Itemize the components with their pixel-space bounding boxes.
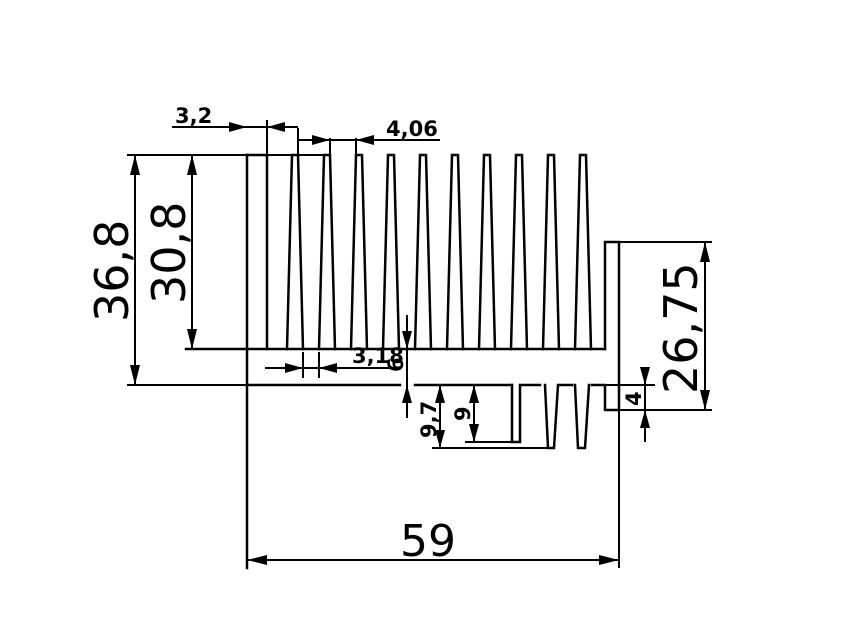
lower-fin-2: [543, 383, 574, 450]
label-right-height: 26,75: [654, 262, 708, 394]
label-base-thickness: 6: [384, 357, 408, 372]
lower-fin-3: [573, 383, 591, 450]
label-fin-gap: 3,18: [352, 344, 404, 368]
upper-fin-2: [285, 153, 305, 351]
upper-fin-6: [413, 153, 433, 351]
upper-fin-7: [445, 153, 465, 351]
label-lower-fin-outer: 9,7: [417, 401, 441, 438]
label-fin-thickness: 3,2: [175, 104, 212, 128]
upper-fin-3: [317, 153, 337, 351]
label-right-wall: 4: [622, 391, 646, 406]
dim-fin-pitch: [298, 135, 440, 145]
label-total-width: 59: [400, 516, 456, 567]
dim-base-thickness: [402, 315, 412, 418]
dim-right-wall: [640, 367, 650, 442]
dim-total-width: [247, 555, 619, 565]
upper-fin-1: [245, 153, 269, 351]
upper-fin-5: [381, 153, 401, 351]
label-total-height: 36,8: [85, 220, 139, 322]
label-lower-fin-inner: 9: [451, 406, 475, 421]
upper-fin-4: [349, 153, 369, 351]
dim-lower-fin-inner: [469, 385, 479, 442]
label-fin-height: 30,8: [142, 202, 196, 304]
upper-fin-8: [477, 153, 497, 351]
dim-total-height: [130, 155, 140, 385]
label-fin-pitch: 4,06: [386, 117, 438, 141]
dim-fin-thickness: [172, 122, 298, 132]
dim-fin-height: [187, 155, 197, 349]
dim-right-height: [700, 242, 710, 410]
upper-fin-11: [573, 153, 593, 351]
upper-fin-10: [541, 153, 561, 351]
extension-lines: [127, 120, 712, 568]
upper-fin-9: [509, 153, 529, 351]
dim-lower-fin-outer: [435, 385, 445, 448]
dim-fin-gap: [265, 363, 400, 373]
lower-fin-1: [510, 383, 542, 444]
